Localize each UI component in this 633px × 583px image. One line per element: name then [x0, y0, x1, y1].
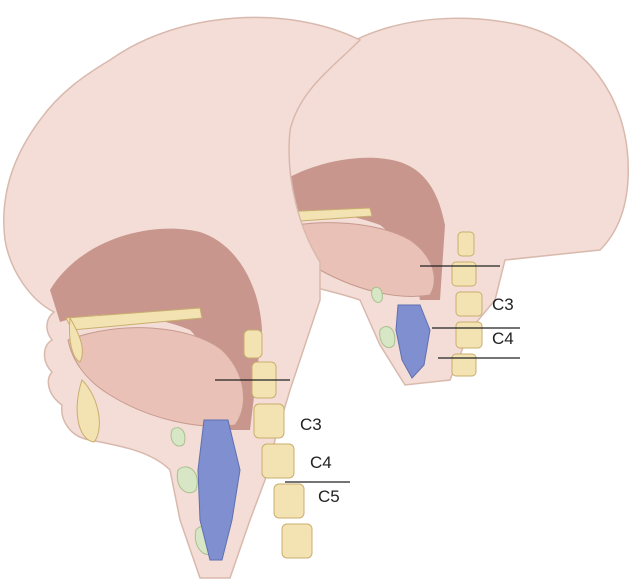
- back-vertebra-c3: [456, 292, 482, 316]
- front-vertebra-c4: [262, 444, 294, 478]
- front-vertebra-c5: [274, 484, 304, 518]
- front-head-label-c3: C3: [300, 415, 322, 434]
- back-head-label-c4: C4: [492, 329, 514, 348]
- front-vertebra-c3: [254, 404, 284, 438]
- back-vertebra-c1: [458, 232, 474, 256]
- back-head-label-c3: C3: [492, 295, 514, 314]
- back-vertebra-c5: [452, 354, 476, 376]
- front-vertebra-c6: [282, 524, 312, 558]
- front-vertebra-c1: [244, 330, 262, 358]
- back-vertebra-c4: [456, 322, 482, 348]
- front-head-label-c5: C5: [318, 487, 340, 506]
- front-head-label-c4: C4: [310, 453, 332, 472]
